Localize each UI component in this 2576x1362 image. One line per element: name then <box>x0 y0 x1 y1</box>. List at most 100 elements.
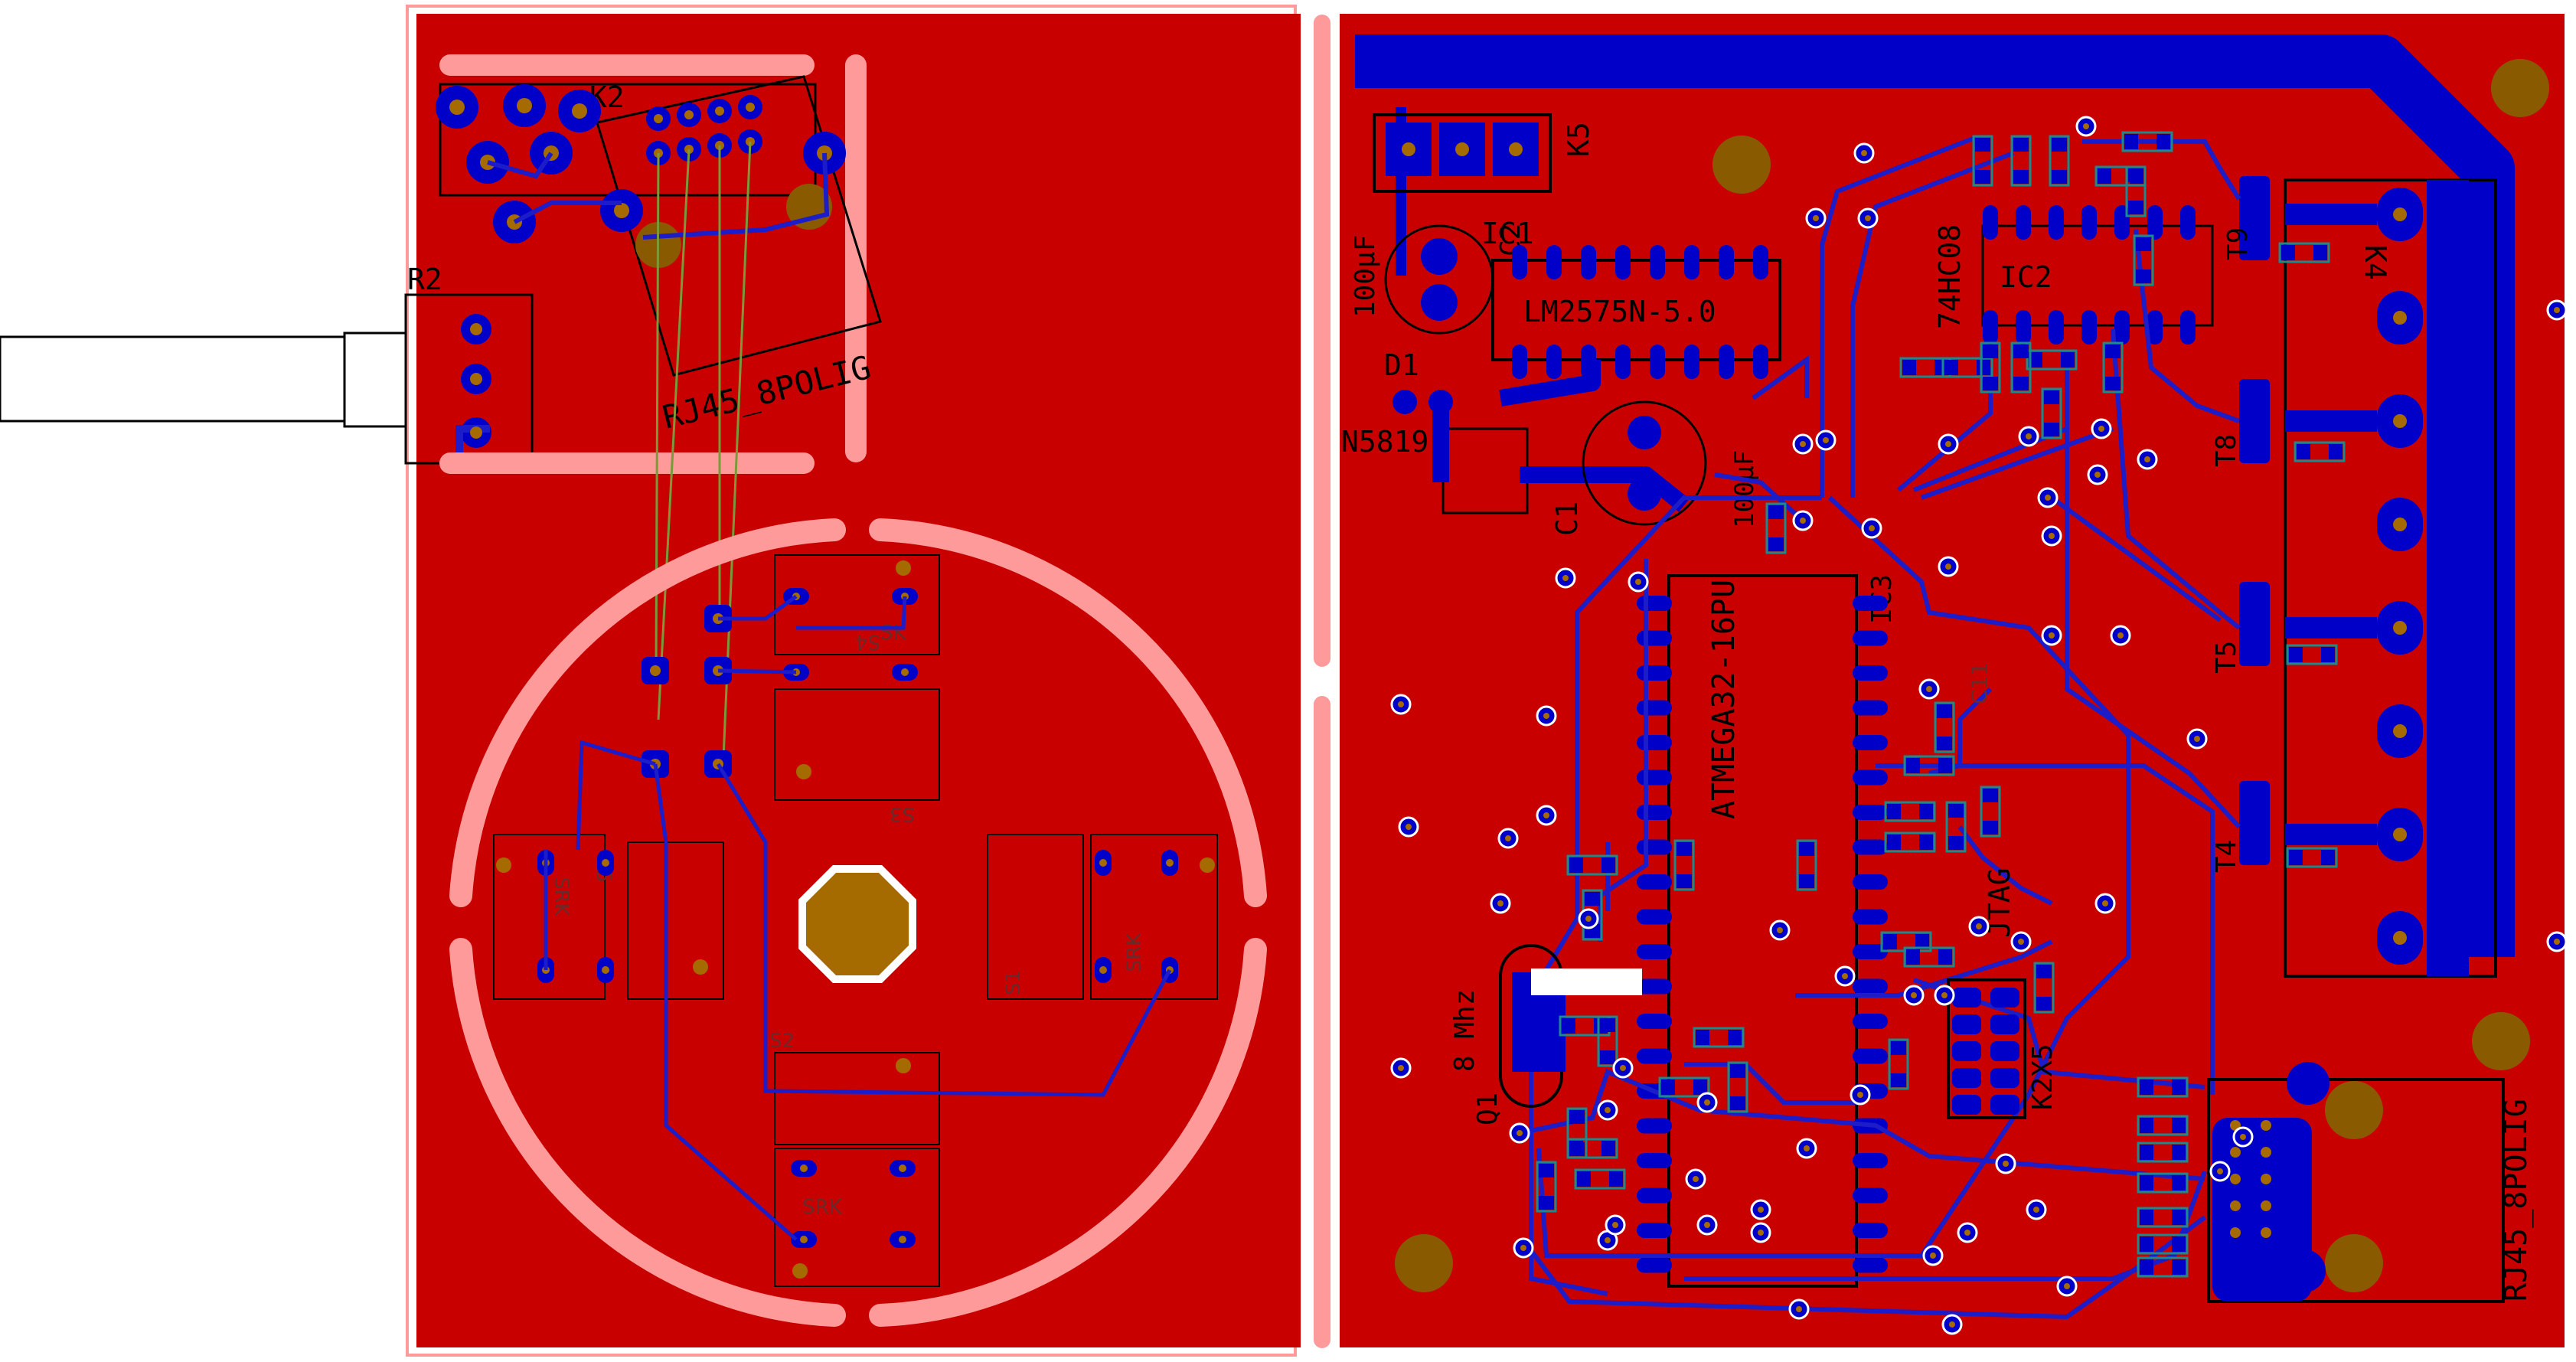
smd-part <box>1566 854 1618 876</box>
atmega-pin <box>1637 805 1672 820</box>
rj45-left-outline <box>596 75 882 377</box>
via-drill <box>1517 1130 1523 1136</box>
k2-drills <box>449 98 832 230</box>
atmega-pin <box>1853 735 1888 750</box>
smd-part <box>2041 387 2062 439</box>
via-drill <box>1693 1176 1699 1182</box>
via-drill <box>1911 992 1917 998</box>
smd-part <box>2094 165 2147 187</box>
q1-label: Q1 <box>1472 1093 1503 1125</box>
smd-part <box>1673 839 1695 891</box>
via-drill <box>1562 575 1569 581</box>
right-mount-holes <box>1395 59 2549 1292</box>
s4-label: S4 <box>855 630 880 653</box>
via-drill <box>1612 1222 1618 1228</box>
k4-traces <box>2285 204 2377 845</box>
k5-outline <box>1373 113 1552 193</box>
atmega-pin <box>1853 944 1888 959</box>
atmega-pin <box>1853 1187 1888 1204</box>
smd-part <box>2278 242 2330 263</box>
s4-outline <box>774 554 940 655</box>
smd-part <box>2010 341 2032 394</box>
via-drill <box>1842 973 1848 979</box>
c1-outline <box>1582 400 1707 526</box>
smd-part <box>2137 1233 2189 1255</box>
c2-value-label: 100µF <box>1350 235 1381 318</box>
atmega-pin <box>1853 596 1888 611</box>
via-drill <box>1635 579 1641 585</box>
smd-part <box>1972 135 1993 187</box>
k2-keepout <box>439 54 867 474</box>
s1-outline <box>987 834 1084 1000</box>
k5-label: K5 <box>1562 122 1595 157</box>
via-drill <box>1398 701 1404 707</box>
srk-label-1: SRK <box>550 877 573 917</box>
r2-label: R2 <box>407 263 442 296</box>
button-traces <box>544 594 1172 1241</box>
via-drill <box>2554 307 2560 313</box>
transistor-pads <box>2239 176 2270 865</box>
via-drill <box>1964 1230 1970 1236</box>
c1-label: C1 <box>1550 501 1584 536</box>
k5-drills <box>1402 142 1523 156</box>
via-drill <box>1704 1222 1710 1228</box>
via-drill <box>2117 632 2124 639</box>
smd-part <box>1903 755 1955 776</box>
smd-part <box>2026 349 2078 371</box>
t4-label: T4 <box>2211 840 2242 873</box>
smd-part <box>2121 131 2173 152</box>
smd-part <box>1536 1161 1557 1213</box>
atmega-pin <box>1637 1223 1672 1238</box>
atmega-pin <box>1853 1048 1888 1064</box>
via-drill <box>2045 495 2051 501</box>
s3-label: S3 <box>890 802 915 825</box>
via-drill <box>1823 437 1829 443</box>
t5-label: T5 <box>2211 641 2242 674</box>
smd-part <box>1765 502 1787 554</box>
atmega-pin <box>1637 909 1672 925</box>
atmega-pin <box>1637 1153 1672 1168</box>
atmega-pin <box>1637 1014 1672 1029</box>
via-drill <box>2049 632 2055 639</box>
via-drill <box>1800 518 1806 524</box>
smd-part <box>1903 946 1955 968</box>
via-drill <box>1865 215 1871 221</box>
smd-part <box>1727 1061 1748 1113</box>
via-drill <box>2049 533 2055 539</box>
via-drill <box>1398 1065 1404 1071</box>
jtag-pads <box>1952 988 2019 1115</box>
s5b-outline <box>627 841 724 1000</box>
k4-outline <box>2284 178 2497 978</box>
ring-keepout-top-right <box>869 518 1267 907</box>
rj45-right-drills <box>2230 1120 2271 1238</box>
ratsnest-wires <box>655 141 752 759</box>
lm2575-label: LM2575N-5.0 <box>1523 295 1716 328</box>
smd-part <box>2102 341 2124 394</box>
via-drill <box>1949 1321 1955 1328</box>
via-drill <box>1505 835 1511 841</box>
via-drill <box>1926 686 1932 692</box>
s2-outline <box>774 1052 940 1145</box>
ic2-pins <box>1983 205 2196 345</box>
via-drill <box>2094 472 2101 478</box>
via-drill <box>2083 123 2089 129</box>
rj45-right-label: RJ45_8POLIG <box>2499 1099 2534 1302</box>
smd-part <box>1945 801 1967 853</box>
k2-traces <box>487 152 830 240</box>
k4-strip <box>2427 180 2469 976</box>
via-drill <box>1497 900 1503 906</box>
via-drill <box>1941 992 1948 998</box>
via-drill <box>1605 1107 1611 1113</box>
smd-part <box>2137 1172 2189 1194</box>
via-drill <box>1813 215 1819 221</box>
smd-part <box>1574 1168 1626 1190</box>
c1-pad-2 <box>1628 477 1661 511</box>
via-drill <box>2144 456 2150 462</box>
atmega-pin <box>1637 978 1672 995</box>
potentiometer-shaft <box>0 293 534 465</box>
ring-keepout-top-left <box>449 518 846 907</box>
ic3-outline <box>1667 574 1858 1288</box>
atmega-pin <box>1853 1153 1888 1168</box>
c2-pad-2 <box>1421 284 1458 321</box>
